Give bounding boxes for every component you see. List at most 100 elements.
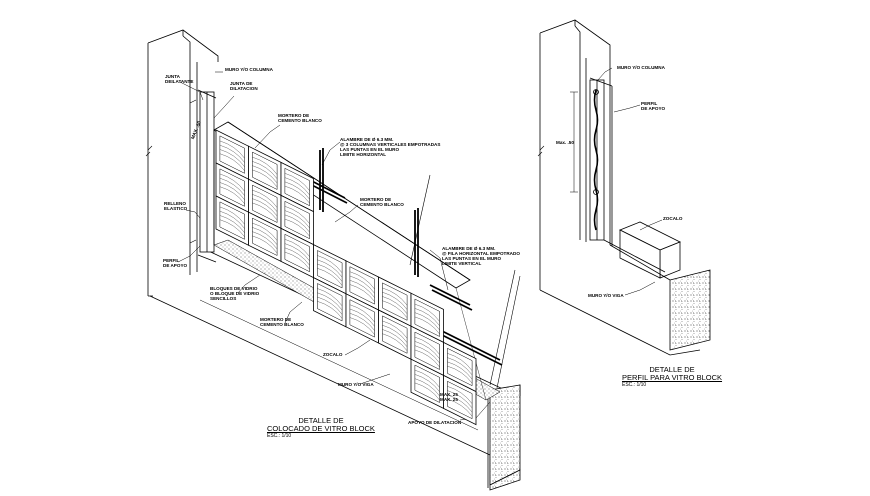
glass-texture [284, 243, 310, 262]
glass-texture [382, 287, 408, 306]
glass-block-inner [317, 250, 343, 289]
glass-texture [284, 247, 310, 266]
glass-block-inner [349, 266, 375, 305]
glass-texture [219, 140, 245, 159]
label-alambre-vertical-line2: @ 3 COLUMNAS VERTICALES EMPOTRADAS [340, 142, 441, 147]
label-zocalo-right: ZOCALO [663, 216, 682, 221]
right-base-block [669, 269, 711, 351]
glass-texture [447, 386, 473, 404]
glass-texture [414, 303, 440, 322]
glass-block-inner [382, 282, 408, 321]
glass-texture [219, 219, 245, 237]
glass-texture [284, 239, 310, 257]
glass-texture [414, 341, 440, 359]
glass-texture [447, 361, 473, 380]
glass-texture [414, 336, 440, 355]
glass-texture [317, 259, 343, 278]
label-junta-dilatante-line1: JUNTA [165, 74, 180, 79]
label-mortero-mid-line1: MORTERO DE [360, 197, 392, 202]
glass-block-inner [447, 347, 473, 387]
glass-texture [382, 292, 408, 310]
glass-texture [382, 329, 408, 347]
glass-texture [414, 308, 440, 326]
label-muro-columna-left-text: MURO Y/O COLUMNA [225, 67, 273, 72]
glass-texture [447, 394, 473, 413]
glass-texture [284, 218, 310, 237]
label-junta-dilatacion: JUNTA DE DILATACION [230, 81, 258, 91]
glass-texture [252, 231, 278, 250]
glass-texture [252, 189, 278, 208]
label-max-dims-line2: MAX. 25 [440, 397, 458, 402]
glass-texture [414, 312, 440, 331]
title-right-line1: DETALLE DE [649, 365, 695, 374]
title-right: DETALLE DE PERFIL PARA VITRO BLOCK ESC.:… [622, 366, 722, 390]
label-perfil-apoyo-left-line2: DE APOYO [163, 263, 188, 268]
right-detail [537, 19, 711, 356]
label-zocalo-left-text: ZOCALO [323, 352, 343, 357]
label-muro-viga-right-text: MURO Y/O VIGA [588, 293, 624, 298]
glass-texture [219, 178, 245, 196]
label-alambre-vertical-line4: LIMITE HORIZONTAL [340, 152, 387, 157]
glass-texture [317, 255, 343, 273]
glass-texture [252, 194, 278, 212]
glass-texture [447, 357, 473, 376]
label-max-dims-line1: MAX. 25 [440, 392, 458, 397]
glass-texture [284, 251, 310, 270]
label-muro-viga-text: MURO Y/O VIGA [338, 382, 374, 387]
label-zocalo-left: ZOCALO [323, 352, 342, 357]
right-column-outline [539, 19, 611, 290]
label-max-dims: MAX. 25 MAX. 25 [440, 392, 458, 402]
right-dimension [570, 91, 578, 193]
glass-texture [349, 317, 375, 335]
label-mortero-top: MORTERO DE CEMENTO BLANCO [278, 113, 322, 123]
label-muro-columna-right: MURO Y/O COLUMNA [617, 65, 665, 70]
label-muro-columna-right-text: MURO Y/O COLUMNA [617, 65, 665, 70]
label-junta-dilatacion-line1: JUNTA DE [230, 81, 253, 86]
glass-texture [252, 156, 278, 175]
glass-texture [382, 325, 408, 343]
glass-texture [349, 280, 375, 298]
glass-texture [284, 181, 310, 200]
glass-texture [284, 177, 310, 196]
label-alambre-horizontal-line3: LAS PUNTAS EN EL MURO [442, 256, 502, 261]
label-perfil-apoyo-right: PERFIL DE APOYO [641, 101, 665, 111]
glass-texture [414, 369, 440, 388]
glass-texture [219, 173, 245, 192]
glass-texture [349, 275, 375, 294]
label-bloques-vidrio-line3: SENCILLOS [210, 296, 237, 301]
glass-texture [414, 316, 440, 335]
glass-texture [414, 374, 440, 392]
glass-texture [414, 378, 440, 397]
label-mortero-low-line2: CEMENTO BLANCO [260, 322, 304, 327]
label-bloques-vidrio-line2: O BLOQUE DE VIDRIO [210, 291, 260, 296]
label-perfil-apoyo-left: PERFIL DE APOYO [163, 258, 187, 268]
label-relleno-elastico: RELLENO ELASTICO [164, 201, 187, 211]
glass-texture [317, 288, 343, 306]
glass-block-inner [219, 135, 245, 174]
label-alambre-horizontal-line1: ALAMBRE DE Ø 6.3 mm. [442, 246, 496, 251]
label-muro-columna-left: MURO Y/O COLUMNA [225, 67, 273, 72]
glass-texture [349, 313, 375, 331]
glass-block-inner [349, 299, 375, 338]
glass-texture [414, 349, 440, 368]
label-apoyo-dilatacion: APOYO DE DILATACION [408, 420, 461, 425]
glass-texture [219, 153, 245, 171]
glass-texture [382, 300, 408, 318]
glass-block-inner [252, 184, 278, 223]
title-left-line1: DETALLE DE [298, 416, 344, 425]
label-bloques-vidrio: BLOQUES DE VIDRIO O BLOQUE DE VIDRIO SEN… [210, 286, 259, 301]
label-apoyo-dilatacion-text: APOYO DE DILATACION [408, 420, 462, 425]
rebar-horizontal [429, 284, 503, 366]
glass-texture [219, 215, 245, 233]
glass-texture [382, 320, 408, 339]
glass-texture [219, 149, 245, 167]
glass-texture [284, 185, 310, 204]
title-left-scale: ESC.: 1/10 [267, 433, 292, 439]
glass-texture [252, 227, 278, 245]
glass-texture [447, 398, 473, 417]
glass-texture [447, 365, 473, 384]
glass-texture [252, 161, 278, 179]
glass-texture [284, 206, 310, 224]
glass-texture [317, 301, 343, 319]
glass-texture [349, 308, 375, 327]
